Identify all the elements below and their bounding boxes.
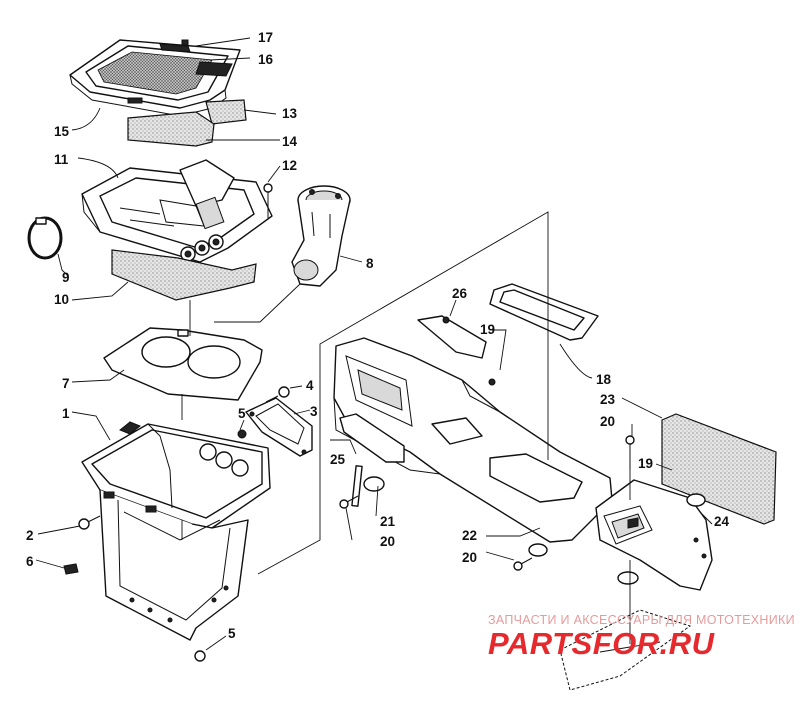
nut-19-mid — [488, 378, 496, 386]
watermark-logo: PARTSFOR.RU — [488, 626, 716, 661]
callout-19-upper: 19 — [480, 322, 495, 337]
foam-pad-13 — [205, 99, 247, 125]
callout-12: 12 — [282, 158, 297, 173]
callout-20-left: 20 — [380, 534, 395, 549]
callout-19-right: 19 — [638, 456, 653, 471]
airbox-base — [81, 159, 273, 263]
screw-20-lower — [513, 557, 533, 571]
foam-pad-14 — [127, 111, 215, 147]
screw-12 — [263, 183, 273, 218]
callout-23: 23 — [600, 392, 616, 407]
panel-26 — [417, 315, 487, 359]
callout-26: 26 — [452, 286, 468, 301]
callout-2: 2 — [26, 528, 34, 543]
watermark: ЗАПЧАСТИ И АКСЕССУАРЫ ДЛЯ МОТОТЕХНИКИ PA… — [488, 613, 795, 661]
callout-13: 13 — [282, 106, 298, 121]
callout-9: 9 — [62, 270, 70, 285]
grommet-left — [363, 476, 385, 492]
console-seal — [489, 283, 599, 341]
lower-component-outline — [559, 609, 692, 691]
callout-18: 18 — [596, 372, 612, 387]
nut-19-upper — [442, 316, 450, 324]
callout-15: 15 — [54, 124, 70, 139]
callout-6: 6 — [26, 554, 34, 569]
callout-5-lower: 5 — [228, 626, 236, 641]
callout-24: 24 — [714, 514, 730, 529]
hose-clamp — [27, 216, 63, 260]
callout-10: 10 — [54, 292, 69, 307]
callout-7: 7 — [62, 376, 70, 391]
screw-20-left — [339, 495, 359, 509]
rear-console — [595, 479, 713, 591]
watermark-tagline: ЗАПЧАСТИ И АКСЕССУАРЫ ДЛЯ МОТОТЕХНИКИ — [488, 613, 795, 627]
center-console — [333, 337, 613, 543]
airbox-body — [81, 421, 271, 641]
cover-plate-25 — [339, 413, 405, 463]
callout-20-right: 20 — [600, 414, 615, 429]
callout-4: 4 — [306, 378, 314, 393]
callout-25: 25 — [330, 452, 346, 467]
callout-21: 21 — [380, 514, 396, 529]
airbox-cover — [69, 39, 241, 117]
assembly-lines — [181, 211, 661, 653]
callout-20-lower: 20 — [462, 550, 477, 565]
bolt-2 — [78, 515, 101, 530]
clip-6 — [63, 563, 79, 575]
strap-21 — [351, 465, 363, 507]
callout-labels: 17 16 13 14 15 11 12 9 10 8 7 1 4 5 3 2 … — [26, 30, 730, 641]
callout-5-upper: 5 — [238, 406, 246, 421]
bolt-4 — [265, 386, 290, 403]
callout-17: 17 — [258, 30, 273, 45]
leader-lines — [35, 37, 713, 651]
gasket-plate — [103, 327, 263, 401]
mount-bracket — [245, 397, 313, 457]
callout-14: 14 — [282, 134, 298, 149]
nut-5-lower — [194, 650, 206, 662]
callout-11: 11 — [54, 152, 69, 167]
callout-3: 3 — [310, 404, 318, 419]
grommet-24 — [686, 493, 706, 507]
foam-block-24 — [661, 413, 777, 525]
foam-pad-10 — [111, 249, 257, 301]
grommet-lower — [528, 543, 548, 557]
screw-20-right — [625, 435, 635, 470]
callout-22: 22 — [462, 528, 477, 543]
callout-1: 1 — [62, 406, 70, 421]
callout-16: 16 — [258, 52, 274, 67]
callout-8: 8 — [366, 256, 374, 271]
nut-5-upper — [237, 429, 247, 439]
intake-boot — [291, 185, 351, 287]
